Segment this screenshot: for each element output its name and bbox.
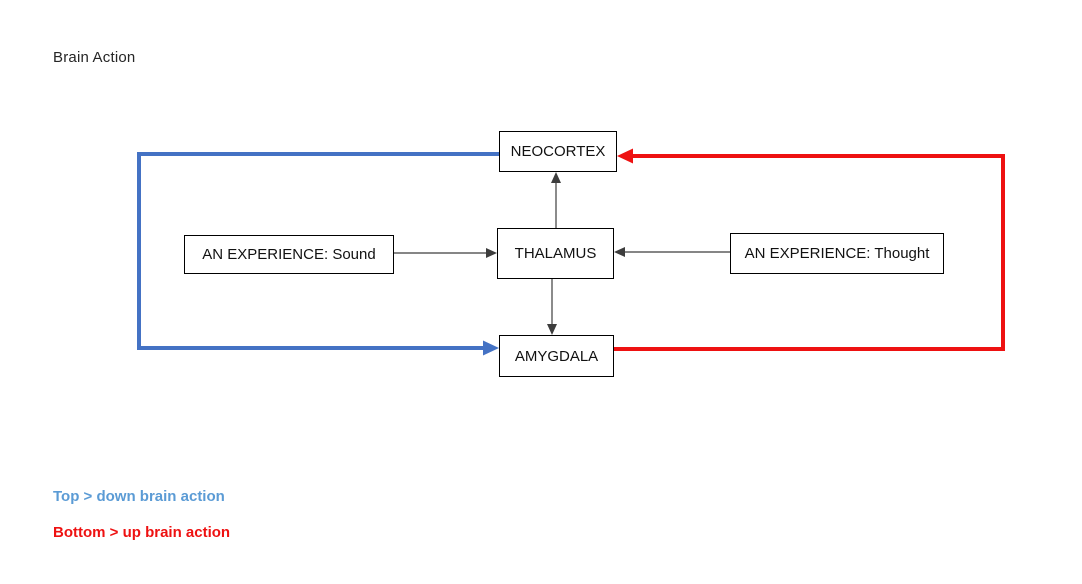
page-title: Brain Action	[53, 49, 136, 66]
thought-to-thalamus-arrowhead	[614, 247, 625, 257]
node-neocortex-label: NEOCORTEX	[510, 143, 606, 160]
node-experience-thought: AN EXPERIENCE: Thought	[730, 233, 944, 274]
node-amygdala-label: AMYGDALA	[514, 347, 599, 365]
node-neocortex: NEOCORTEX	[499, 131, 617, 172]
node-experience-sound-label: AN EXPERIENCE: Sound	[202, 246, 376, 263]
top-down-blue-arrowhead	[483, 340, 499, 356]
legend-top-down: Top > down brain action	[53, 488, 225, 505]
bottom-up-red-arrowhead	[617, 148, 633, 164]
node-amygdala: AMYGDALA	[499, 335, 614, 377]
top-down-blue-path	[137, 152, 499, 350]
legend-bottom-up: Bottom > up brain action	[53, 524, 231, 541]
node-experience-thought-label: AN EXPERIENCE: Thought	[744, 245, 930, 262]
thalamus-to-neocortex-arrowhead	[551, 172, 561, 183]
sound-to-thalamus-arrowhead	[486, 248, 497, 258]
node-thalamus-label: THALAMUS	[514, 245, 597, 262]
node-experience-sound: AN EXPERIENCE: Sound	[184, 235, 394, 274]
thalamus-to-amygdala-arrowhead	[547, 324, 557, 335]
node-thalamus: THALAMUS	[497, 228, 614, 279]
bottom-up-red-path	[614, 154, 1005, 351]
